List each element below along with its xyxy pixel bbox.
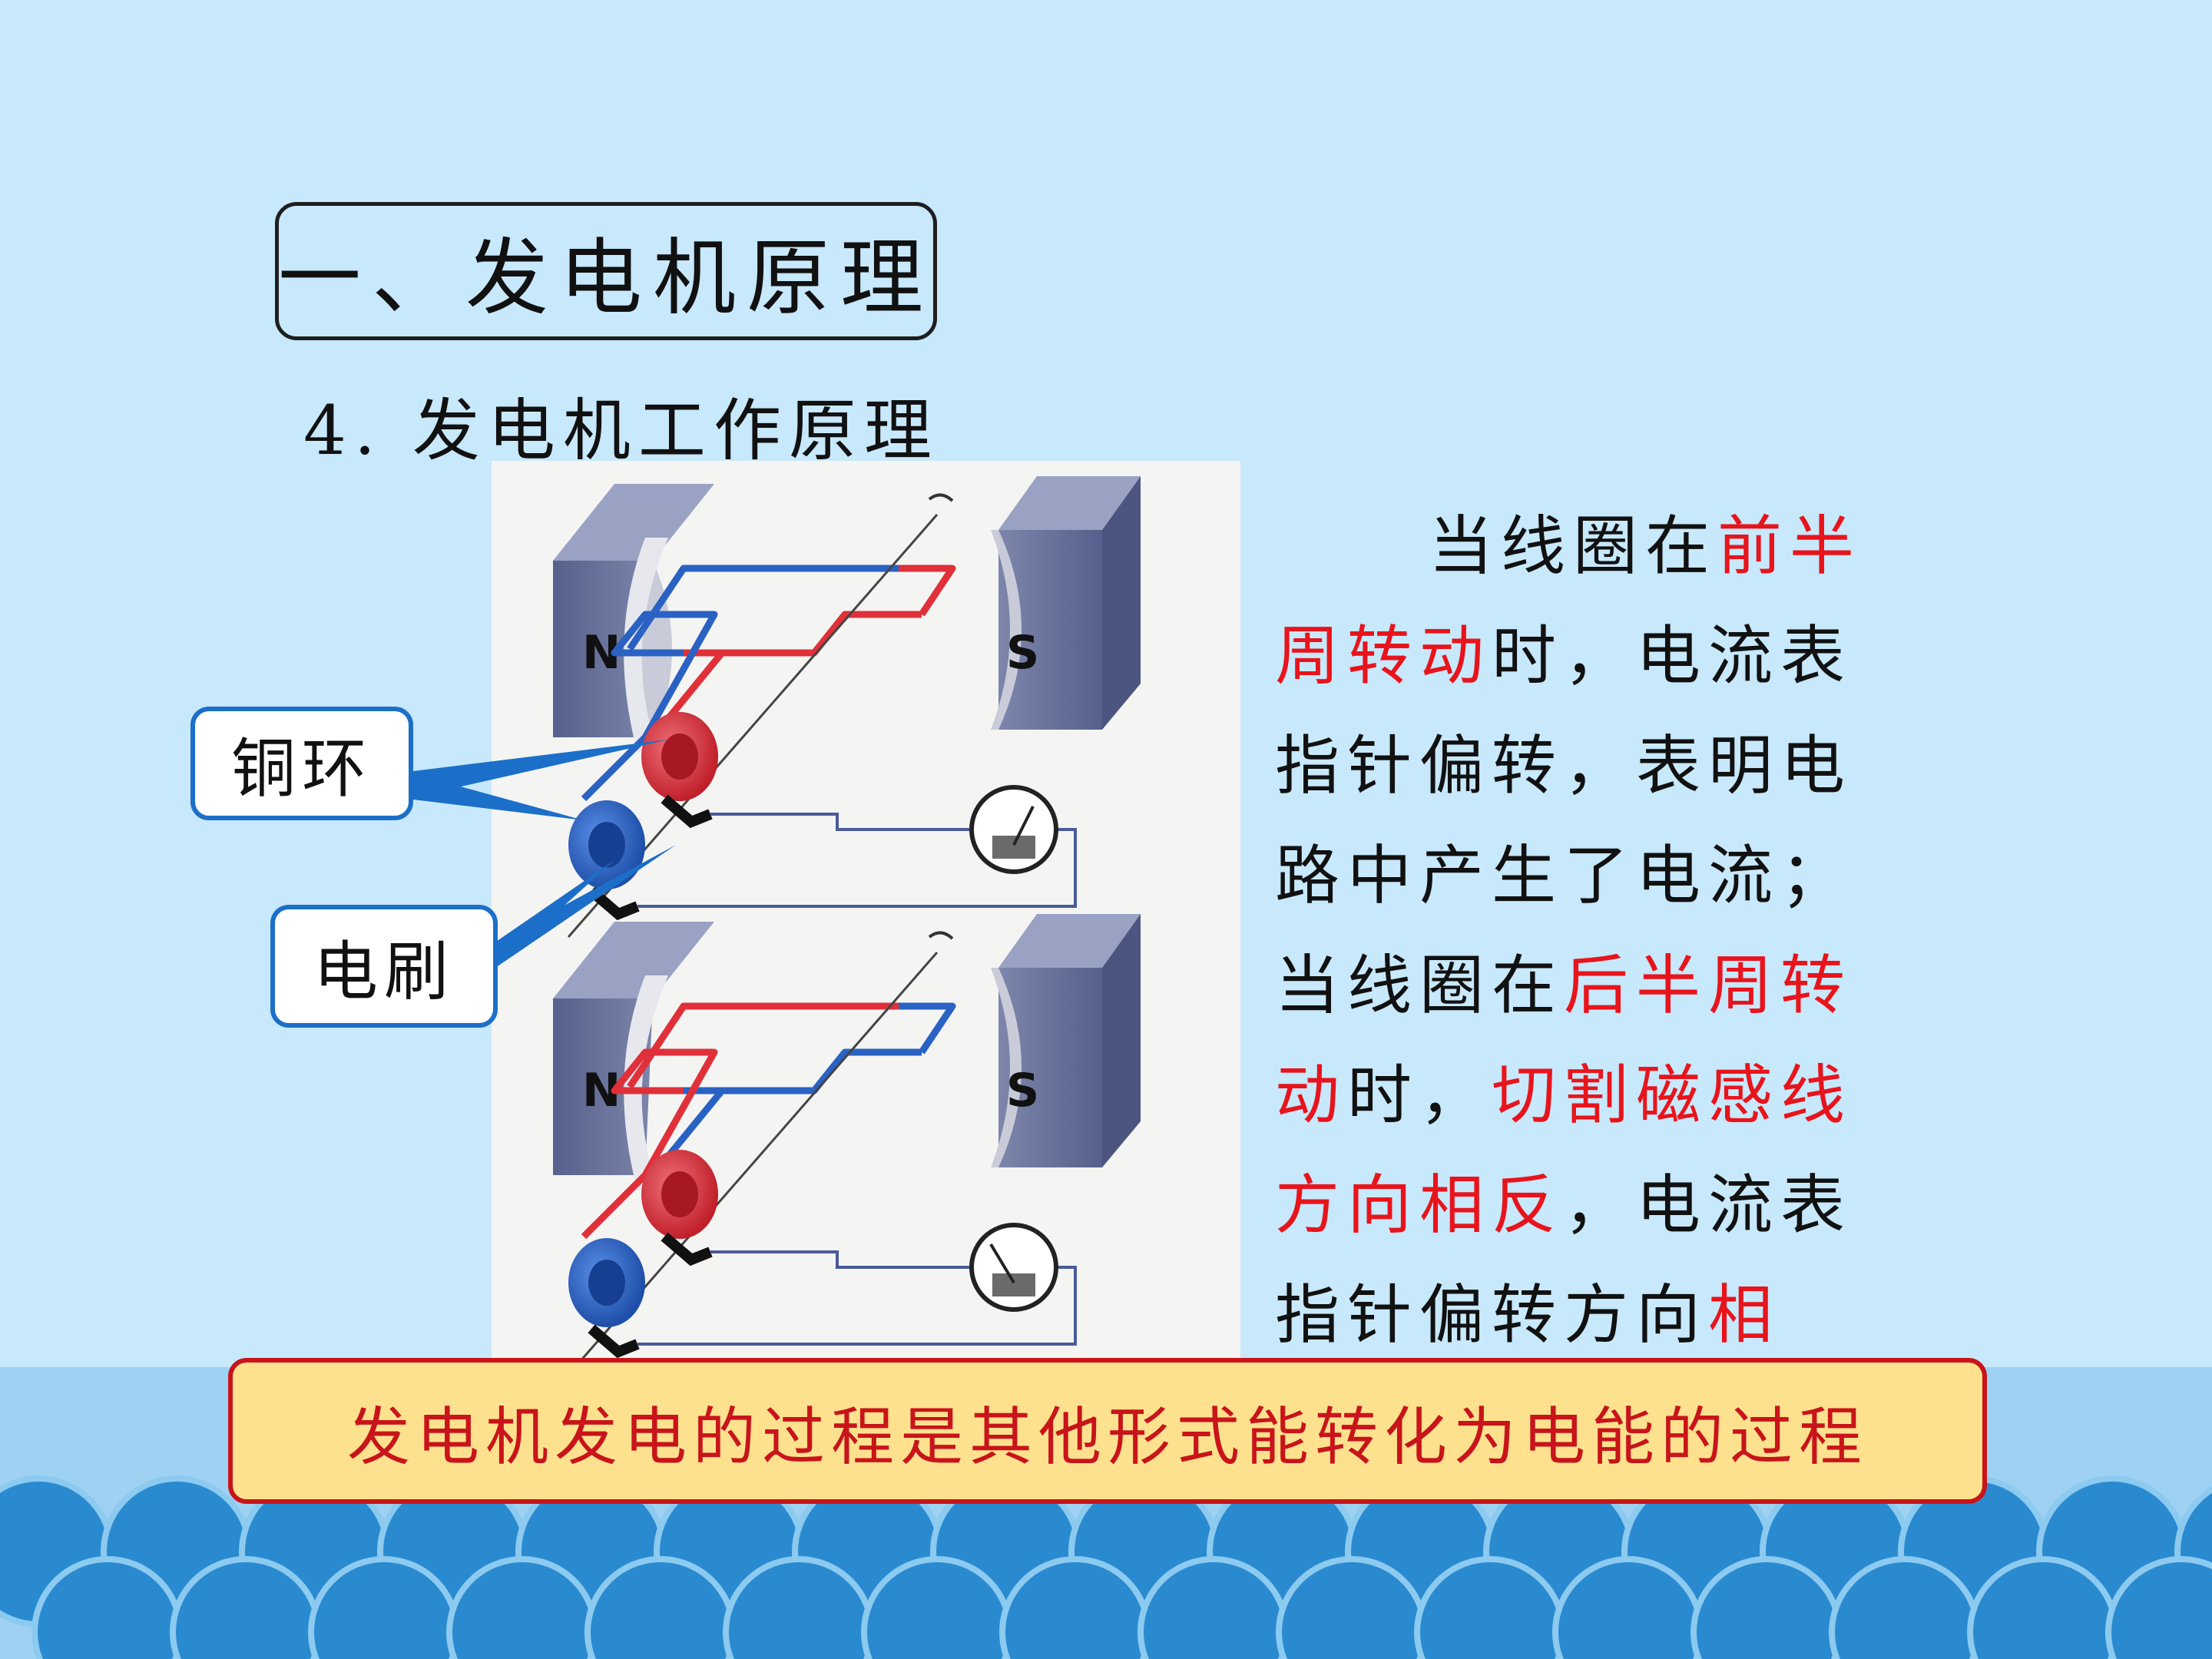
top-circuit-wire-lower (637, 828, 1077, 908)
bottom-north-magnet: N (553, 922, 714, 1190)
desc-text: 当线圈在 (1275, 948, 1565, 1023)
desc-text: 当线圈在 (1429, 508, 1718, 584)
top-brush-upper (661, 794, 713, 829)
top-north-magnet: N (553, 484, 714, 753)
bottom-brush-upper (661, 1232, 713, 1267)
top-south-label: S (1006, 626, 1039, 680)
generator-illustration: N S (553, 476, 1141, 1359)
section-title: 一、发电机原理 (275, 202, 937, 340)
desc-line: 当线圈在后半周转 (1275, 931, 1905, 1041)
desc-line: 指针偏转，表明电 (1275, 711, 1905, 821)
top-south-magnet: S (991, 476, 1141, 730)
top-circuit-wire-upper (710, 813, 972, 831)
conclusion-banner: 发电机发电的过程是其他形式能转化为电能的过程 (228, 1358, 1987, 1504)
wave-scallop (2105, 1556, 2212, 1659)
generator-diagram: N S (492, 461, 1240, 1359)
desc-text: 路中产生了电流； (1275, 838, 1853, 913)
desc-highlight: 周转动 (1275, 618, 1492, 694)
desc-text: ，电流表 (1564, 1167, 1853, 1243)
bottom-generator-unit: N S (553, 914, 1141, 1359)
desc-line: 路中产生了电流； (1275, 821, 1905, 931)
desc-text: 指针偏转方向 (1275, 1277, 1709, 1353)
desc-line: 方向相反，电流表 (1275, 1151, 1905, 1260)
brush-callout: 电刷 (270, 905, 498, 1028)
bottom-brush-lower (588, 1324, 640, 1359)
desc-line: 当线圈在前半 (1275, 492, 1905, 601)
bottom-circuit-wire-upper (710, 1250, 972, 1269)
top-generator-unit: N S (553, 476, 1141, 938)
desc-text: 指针偏转，表明电 (1275, 728, 1853, 803)
top-rotation-arrow-icon (928, 493, 954, 502)
principle-description: 当线圈在前半 周转动时，电流表 指针偏转，表明电 路中产生了电流； 当线圈在后半… (1275, 492, 1905, 1480)
desc-highlight: 方向相反 (1275, 1167, 1565, 1243)
bottom-ammeter-icon (969, 1223, 1058, 1312)
bottom-rotation-arrow-icon (928, 931, 954, 940)
desc-text: 时，电流表 (1492, 618, 1853, 694)
bottom-south-label: S (1006, 1064, 1039, 1118)
desc-line: 周转动时，电流表 (1275, 601, 1905, 711)
desc-text: 时， (1347, 1058, 1492, 1133)
desc-highlight: 切割磁感线 (1492, 1058, 1853, 1133)
bottom-circuit-wire-lower (637, 1266, 1077, 1346)
bottom-south-magnet: S (991, 914, 1141, 1167)
top-brush-lower (588, 886, 640, 921)
desc-highlight: 动 (1275, 1058, 1348, 1133)
copper-ring-callout: 铜环 (190, 707, 413, 820)
subsection-title: 4. 发电机工作原理 (303, 391, 939, 470)
desc-highlight: 前半 (1717, 508, 1863, 584)
desc-highlight: 后半周转 (1564, 948, 1853, 1023)
top-ammeter-icon (969, 785, 1058, 874)
desc-line: 动时，切割磁感线 (1275, 1041, 1905, 1151)
